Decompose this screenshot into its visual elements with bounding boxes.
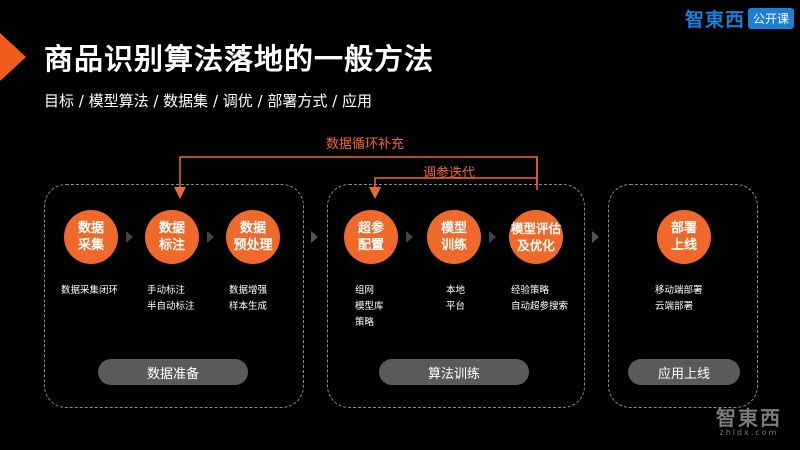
watermark-brand: 智東西: [716, 406, 782, 430]
brand-logo: 智東西 公开课: [685, 5, 794, 32]
node-data-preprocess: 数据 预处理: [226, 210, 280, 264]
title-accent-triangle: [0, 33, 26, 81]
stage-label-training: 算法训练: [379, 359, 529, 385]
desc-deployment: 移动端部署 云端部署: [655, 285, 703, 312]
node-model-eval: 模型评估 及优化: [509, 210, 563, 264]
brand-logo-text: 智東西: [684, 9, 745, 31]
node-data-collection: 数据 采集: [64, 210, 118, 264]
deploy-panel: [608, 184, 758, 408]
desc-hyperparam-config: 组网 模型库 策略: [355, 285, 384, 328]
stage-label-data-prep: 数据准备: [98, 359, 248, 385]
brand-logo-tag: 公开课: [747, 8, 794, 29]
node-model-training: 模型 训练: [427, 210, 481, 264]
training-panel: [327, 184, 585, 408]
node-hyperparam-config: 超参 配置: [344, 210, 398, 264]
outer-loop-label: 数据循环补充: [326, 137, 405, 152]
stage-label-deploy: 应用上线: [628, 359, 740, 385]
desc-data-annotation: 手动标注 半自动标注: [147, 285, 195, 312]
watermark: 智東西 zhidx.com: [716, 402, 782, 437]
node-arrow: [406, 231, 413, 243]
desc-data-collection: 数据采集闭环: [61, 285, 119, 296]
inner-loop-label: 调参迭代: [423, 166, 476, 181]
desc-model-eval: 经验策略 自动超参搜索: [511, 285, 569, 312]
page-subtitle: 目标 / 模型算法 / 数据集 / 调优 / 部署方式 / 应用: [44, 92, 372, 110]
page-title: 商品识别算法落地的一般方法: [44, 42, 435, 76]
node-arrow: [207, 231, 214, 243]
watermark-url: zhidx.com: [719, 428, 779, 437]
flow-arrow-1: [311, 231, 318, 243]
desc-model-training: 本地 平台: [446, 285, 466, 312]
inner-loop-arrow: [375, 157, 538, 193]
flow-arrow-2: [592, 231, 599, 243]
node-arrow: [126, 231, 133, 243]
data-prep-panel: [44, 184, 304, 408]
node-arrow: [489, 231, 496, 243]
node-deployment: 部署 上线: [657, 210, 711, 264]
node-data-annotation: 数据 标注: [145, 210, 199, 264]
desc-data-preprocess: 数据增强 样本生成: [229, 285, 268, 312]
